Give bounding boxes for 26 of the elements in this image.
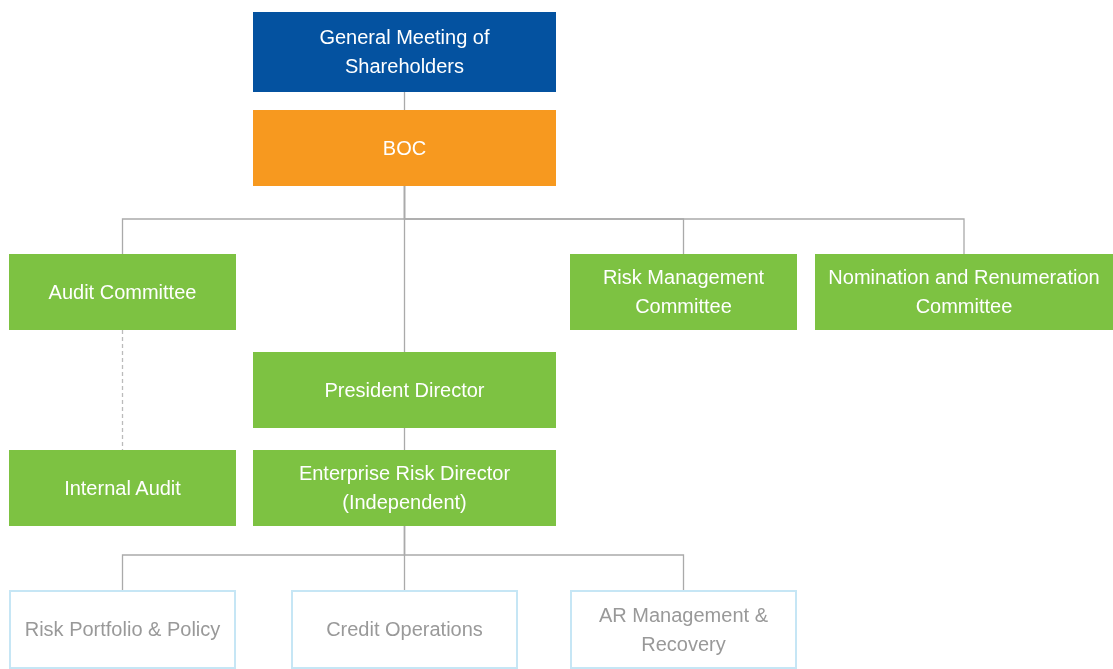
committee-box — [9, 254, 236, 330]
box-label: General Meeting of Shareholders — [318, 25, 491, 79]
connector-line — [403, 427, 406, 451]
unit-box — [9, 450, 236, 526]
box-label: Audit Committee — [48, 279, 197, 305]
department-box — [9, 590, 236, 669]
box-label: Internal Audit — [64, 475, 181, 501]
dashed-connector — [121, 329, 124, 451]
box-label: Nomination and Renumeration Committee — [827, 265, 1101, 319]
committee-box — [815, 254, 1113, 330]
box-label: Credit Operations — [326, 617, 483, 642]
department-box — [291, 590, 518, 669]
governance-box — [253, 12, 556, 92]
box-label: BOC — [382, 135, 427, 161]
box-label: President Director — [324, 377, 485, 403]
connector-line — [403, 525, 685, 591]
committee-box — [570, 254, 797, 330]
board-box — [253, 110, 556, 186]
director-box — [253, 352, 556, 428]
box-label: Risk Management Committee — [601, 265, 766, 319]
director-box — [253, 450, 556, 526]
department-box — [570, 590, 797, 669]
box-label: Risk Portfolio & Policy — [24, 617, 221, 642]
box-label: AR Management & Recovery — [598, 602, 769, 657]
box-label: Enterprise Risk Director (Independent) — [297, 461, 512, 515]
connector-line — [403, 185, 406, 353]
